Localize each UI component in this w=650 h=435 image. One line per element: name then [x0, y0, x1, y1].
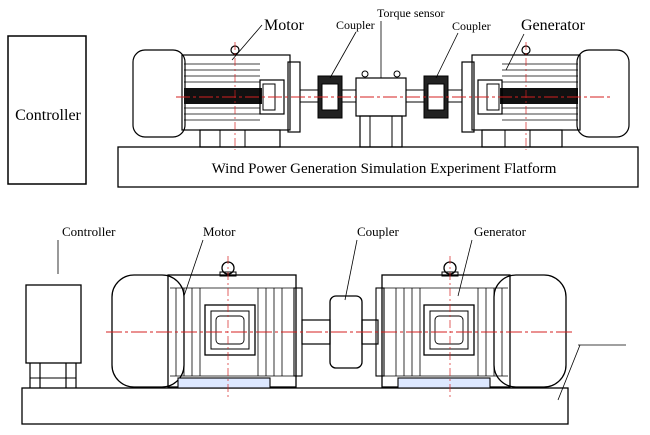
top-generator-leader	[505, 33, 525, 71]
bottom-coupler-label: Coupler	[357, 224, 400, 239]
bottom-generator-label: Generator	[474, 224, 527, 239]
bottom-motor	[111, 261, 303, 389]
bottom-generator-endcap	[493, 274, 567, 388]
bottom-controller	[25, 284, 82, 388]
top-motor-terminal-box	[259, 79, 285, 115]
top-coupler-right-leader	[435, 32, 459, 79]
top-diagram: Controller Wind Power Generation Simulat…	[7, 6, 639, 188]
top-motor-label: Motor	[264, 17, 305, 34]
top-controller-label: Controller	[15, 107, 81, 124]
bottom-diagram: Controller Motor Coupler Generator	[21, 224, 626, 425]
top-generator-label: Generator	[521, 17, 586, 34]
top-torque-sensor-stand	[359, 115, 403, 148]
bottom-controller-label: Controller	[62, 224, 116, 239]
top-platform-label: Wind Power Generation Simulation Experim…	[212, 161, 557, 177]
bottom-controller-cabinet	[25, 284, 82, 364]
top-generator-fins	[502, 63, 578, 121]
bottom-motor-label: Motor	[203, 224, 236, 239]
top-generator	[461, 45, 630, 148]
top-coupler-left-leader	[329, 31, 357, 79]
bottom-motor-foot	[177, 377, 271, 389]
top-coupler-left-label: Coupler	[336, 18, 375, 32]
top-generator-dark-band	[500, 88, 578, 104]
bottom-base	[21, 387, 569, 425]
top-torque-sensor	[355, 33, 407, 148]
top-controller-box	[7, 35, 87, 185]
bottom-generator-foot	[397, 377, 491, 389]
top-motor-foot	[199, 129, 281, 148]
bottom-motor-leader	[183, 239, 204, 297]
bottom-motor-terminal-box	[204, 304, 256, 356]
bottom-generator-body	[381, 274, 511, 388]
bottom-generator-terminal-box	[423, 304, 475, 356]
bottom-generator	[375, 261, 567, 389]
bottom-motor-endcap	[111, 274, 185, 388]
top-motor-fins	[184, 63, 260, 121]
bottom-generator-leader	[457, 239, 473, 297]
top-torque-sensor-label: Torque sensor	[377, 6, 444, 20]
bottom-coupler-leader	[344, 239, 358, 301]
top-generator-endcap	[576, 49, 630, 138]
bottom-motor-fins	[170, 287, 294, 377]
bottom-motor-body	[167, 274, 297, 388]
top-generator-foot	[481, 129, 563, 148]
top-motor-dark-band	[184, 88, 262, 104]
top-motor-leader	[231, 24, 263, 61]
top-motor-endcap	[132, 49, 186, 138]
top-motor	[132, 45, 301, 148]
top-coupler-right-label: Coupler	[452, 19, 491, 33]
